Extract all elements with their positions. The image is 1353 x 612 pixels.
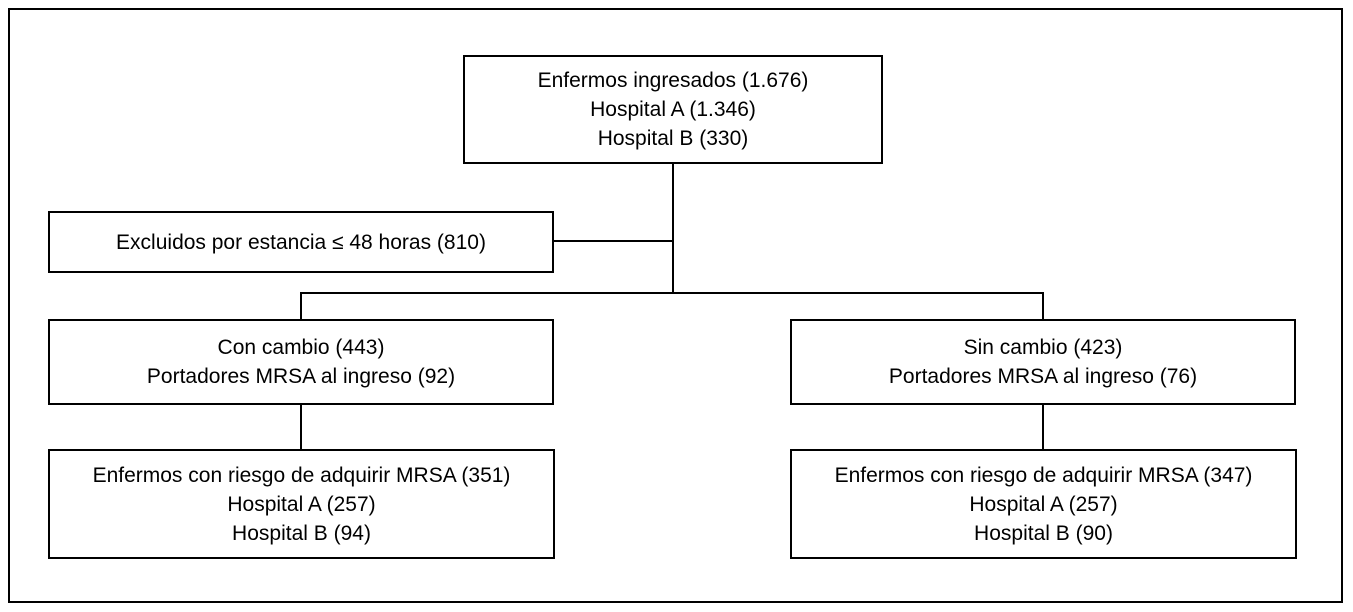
without-change-risk-hospital-a: Hospital A (257): [969, 492, 1118, 516]
admitted-patients-box: Enfermos ingresados (1.676) Hospital A (…: [463, 55, 883, 164]
diagram-frame: [8, 8, 1343, 603]
with-change-risk-hospital-a: Hospital A (257): [227, 492, 376, 516]
with-change-risk-hospital-b: Hospital B (94): [232, 521, 371, 545]
connector-right-lower: [1042, 403, 1044, 451]
without-change-carriers: Portadores MRSA al ingreso (76): [888, 365, 1198, 388]
connector-branch-horizontal: [300, 292, 1044, 294]
without-change-count: Sin cambio (423): [963, 336, 1123, 359]
admitted-patients-total: Enfermos ingresados (1.676): [537, 69, 809, 92]
excluded-box: Excluidos por estancia ≤ 48 horas (810): [48, 211, 554, 273]
connector-excluded-horizontal: [553, 240, 674, 242]
without-change-risk-total: Enfermos con riesgo de adquirir MRSA (34…: [834, 463, 1253, 487]
without-change-box: Sin cambio (423) Portadores MRSA al ingr…: [790, 319, 1296, 405]
with-change-risk-box: Enfermos con riesgo de adquirir MRSA (35…: [48, 449, 555, 559]
with-change-risk-total: Enfermos con riesgo de adquirir MRSA (35…: [92, 463, 511, 487]
connector-left-down: [300, 292, 302, 321]
connector-right-down: [1042, 292, 1044, 321]
admitted-hospital-a: Hospital A (1.346): [590, 98, 756, 121]
with-change-box: Con cambio (443) Portadores MRSA al ingr…: [48, 319, 554, 405]
with-change-carriers: Portadores MRSA al ingreso (92): [146, 365, 456, 388]
without-change-risk-hospital-b: Hospital B (90): [974, 521, 1113, 545]
connector-left-lower: [300, 403, 302, 451]
with-change-count: Con cambio (443): [217, 336, 385, 359]
connector-top-vertical: [672, 162, 674, 294]
excluded-text: Excluidos por estancia ≤ 48 horas (810): [116, 230, 486, 254]
admitted-hospital-b: Hospital B (330): [597, 127, 749, 150]
without-change-risk-box: Enfermos con riesgo de adquirir MRSA (34…: [790, 449, 1297, 559]
